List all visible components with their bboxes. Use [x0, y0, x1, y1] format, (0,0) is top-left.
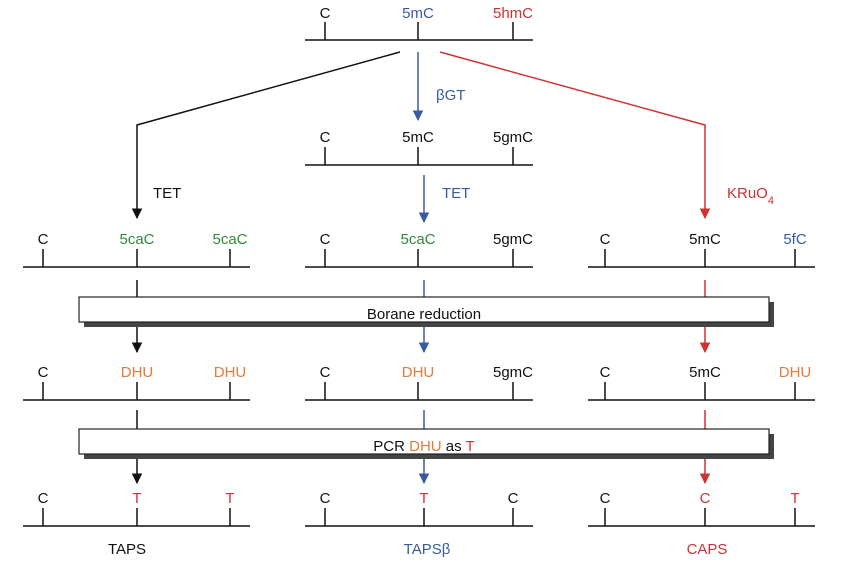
branch-arrows [131, 51, 711, 220]
ox-mid-base-0: C [320, 231, 331, 248]
final-strand-mid: C T C [305, 490, 533, 527]
red-mid-base-2: 5gmC [493, 364, 533, 381]
red-left-base-1: DHU [121, 364, 154, 381]
method-label-taps: TAPS [108, 541, 146, 558]
reduced-strand-left: C DHU DHU [23, 364, 250, 401]
mid-base-1: 5mC [402, 129, 434, 146]
red-mid-base-0: C [320, 364, 331, 381]
final-strand-right: C C T [588, 490, 815, 527]
red-right-base-1: 5mC [689, 364, 721, 381]
oxidized-strand-right: C 5mC 5fC [588, 231, 815, 268]
pcr-box: PCR DHU as T [78, 428, 774, 459]
fin-left-base-1: T [132, 490, 141, 507]
fin-mid-base-2: C [508, 490, 519, 507]
pcr-label: PCR DHU as T [373, 438, 474, 455]
reduced-strand-right: C 5mC DHU [588, 364, 815, 401]
top-base-1: 5mC [402, 5, 434, 22]
red-mid-base-1: DHU [402, 364, 435, 381]
oxidized-strand-mid: C 5caC 5gmC [305, 231, 533, 268]
pcr-part-1: DHU [409, 438, 442, 455]
final-strand-left: C T T [23, 490, 250, 527]
ox-right-base-2: 5fC [783, 231, 807, 248]
method-label-caps: CAPS [687, 541, 728, 558]
fin-mid-base-0: C [320, 490, 331, 507]
top-strand: C 5mC 5hmC [305, 5, 533, 41]
pcr-part-2: as [442, 438, 466, 455]
red-right-base-2: DHU [779, 364, 812, 381]
red-left-base-0: C [38, 364, 49, 381]
borane-reduction-label: Borane reduction [367, 306, 481, 323]
ox-mid-base-1: 5caC [400, 231, 435, 248]
mid-base-2: 5gmC [493, 129, 533, 146]
red-right-base-0: C [600, 364, 611, 381]
kruo4-label: KRuO4 [727, 185, 774, 207]
oxidized-strand-left: C 5caC 5caC [23, 231, 250, 268]
mid-strand: C 5mC 5gmC [305, 129, 533, 166]
fin-left-base-2: T [225, 490, 234, 507]
red-left-base-2: DHU [214, 364, 247, 381]
arrow-right [439, 51, 711, 220]
fin-mid-base-1: T [419, 490, 428, 507]
mid-base-0: C [320, 129, 331, 146]
top-base-0: C [320, 5, 331, 22]
reduced-strand-mid: C DHU 5gmC [305, 364, 533, 401]
fin-right-base-2: T [790, 490, 799, 507]
ox-right-base-0: C [600, 231, 611, 248]
ox-left-base-0: C [38, 231, 49, 248]
pcr-part-0: PCR [373, 438, 409, 455]
borane-reduction-box: Borane reduction [78, 296, 774, 327]
tet-label-mid: TET [442, 185, 470, 202]
fin-right-base-0: C [600, 490, 611, 507]
fin-right-base-1: C [700, 490, 711, 507]
arrow-left [131, 51, 401, 220]
pcr-part-3: T [466, 438, 475, 455]
bgt-label: βGT [436, 87, 465, 104]
ox-left-base-2: 5caC [212, 231, 247, 248]
tet-label-left: TET [153, 185, 181, 202]
ox-mid-base-2: 5gmC [493, 231, 533, 248]
ox-left-base-1: 5caC [119, 231, 154, 248]
method-label-tapsb: TAPSβ [404, 541, 451, 558]
ox-right-base-1: 5mC [689, 231, 721, 248]
fin-left-base-0: C [38, 490, 49, 507]
top-base-2: 5hmC [493, 5, 533, 22]
